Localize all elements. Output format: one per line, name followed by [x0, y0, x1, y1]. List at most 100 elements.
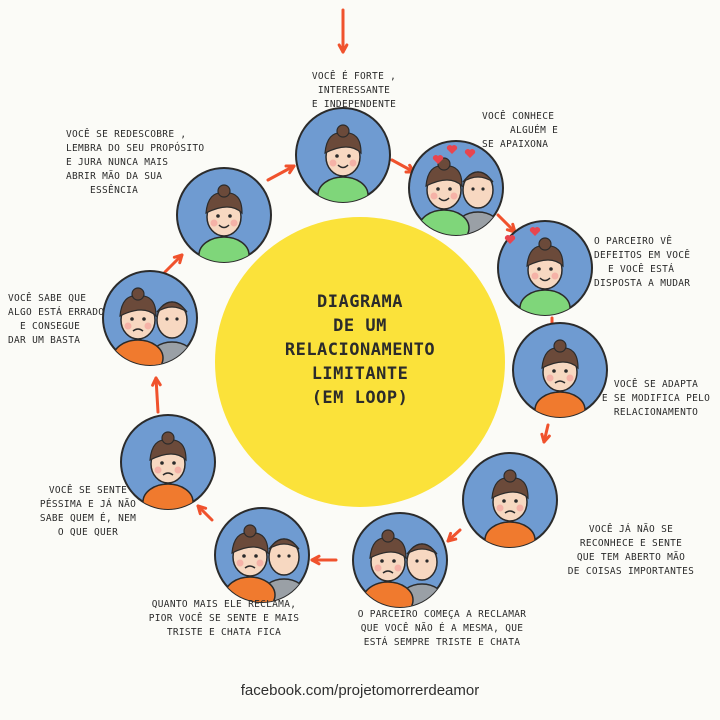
caption-step-10: VOCÊ SE REDESCOBRE , LEMBRA DO SEU PROPÓ… — [66, 128, 226, 198]
figure-body — [198, 236, 250, 262]
figure-cheek — [566, 374, 574, 382]
caption-line: DISPOSTA A MUDAR — [594, 278, 691, 289]
figure-mouth — [218, 224, 230, 229]
caption-step-5: VOCÊ JÁ NÃO SE RECONHECE E SENTE QUE TEM… — [548, 523, 714, 579]
figure-hair — [205, 192, 243, 215]
figure-eye — [514, 499, 518, 503]
figure-body — [519, 289, 571, 315]
scene-bubble-9 — [102, 270, 198, 366]
figure-cheek — [516, 504, 524, 512]
hair-bun — [336, 124, 350, 138]
arrow — [390, 158, 416, 174]
figure-cheek — [546, 374, 554, 382]
caption-step-7: QUANTO MAIS ELE RECLAMA, PIOR VOCÊ SE SE… — [114, 598, 334, 640]
caption-step-3: O PARCEIRO VÊ DEFEITOS EM VOCÊ E VOCÊ ES… — [594, 235, 716, 291]
heart-icon — [432, 155, 444, 164]
hair-bun — [553, 339, 567, 353]
arrow — [540, 423, 551, 444]
figure-hair — [369, 537, 407, 560]
figure-cheek — [124, 322, 132, 330]
figure-eye — [347, 154, 351, 158]
heart-icon — [529, 227, 541, 236]
figure-mouth — [244, 565, 256, 569]
title-line: RELACIONAMENTO — [284, 340, 436, 360]
scene-bubble-8 — [120, 414, 216, 510]
figure-body — [484, 521, 536, 547]
caption-line: E VOCÊ ESTÁ — [608, 264, 675, 275]
scene-bubble-5 — [462, 452, 558, 548]
caption-line: VOCÊ É FORTE , — [311, 71, 397, 82]
caption-step-4: VOCÊ SE ADAPTA E SE MODIFICA PELO RELACI… — [596, 378, 716, 420]
caption-line: VOCÊ SE ADAPTA — [613, 379, 699, 390]
arrow — [496, 213, 517, 234]
caption-line: SE APAIXONA — [482, 139, 549, 150]
partner-eye — [415, 559, 419, 563]
caption-step-6: O PARCEIRO COMEÇA A RECLAMAR QUE VOCÊ NÃ… — [322, 608, 562, 650]
figure-hair — [541, 347, 579, 370]
caption-line: O PARCEIRO COMEÇA A RECLAMAR — [357, 609, 527, 620]
scene-bubble-6 — [352, 512, 448, 608]
figure-cheek — [230, 219, 238, 227]
figure-cheek — [531, 272, 539, 280]
arrow — [337, 8, 349, 54]
partner-eye — [175, 317, 179, 321]
figure-cheek — [174, 466, 182, 474]
caption-line: QUE VOCÊ NÃO É A MESMA, QUE — [360, 623, 524, 634]
caption-line: O QUE QUER — [57, 527, 119, 538]
partner-eye — [425, 559, 429, 563]
figure-eye — [564, 369, 568, 373]
figure-eye — [142, 317, 146, 321]
arrow — [163, 253, 184, 274]
figure-mouth — [554, 380, 566, 384]
caption-line: VOCÊ SE SENTE — [48, 485, 128, 496]
figure-cheek — [496, 504, 504, 512]
figure-eye — [552, 369, 556, 373]
title-line: DIAGRAMA — [317, 292, 403, 312]
figure-eye — [172, 461, 176, 465]
figure-eye — [254, 554, 258, 558]
figure-cheek — [374, 564, 382, 572]
partner-eye — [287, 554, 291, 558]
scene-bubble-2 — [408, 140, 504, 236]
caption-step-1: VOCÊ É FORTE , INTERESSANTE E INDEPENDEN… — [284, 70, 424, 112]
arrow — [266, 164, 296, 182]
figure-eye — [392, 559, 396, 563]
arrow — [196, 504, 214, 522]
title-line: (EM LOOP) — [311, 388, 409, 408]
figure-hair — [149, 439, 187, 462]
caption-line: E CONSEGUE — [20, 321, 81, 332]
caption-line: DEFEITOS EM VOCÊ — [594, 250, 691, 261]
figure-cheek — [210, 219, 218, 227]
caption-line: PIOR VOCÊ SE SENTE E MAIS — [148, 613, 300, 624]
figure-hair — [119, 295, 157, 318]
figure-mouth — [162, 472, 174, 476]
partner-hair — [462, 171, 494, 183]
scene-bubble-3 — [497, 220, 593, 316]
figure-mouth — [438, 197, 450, 202]
scene-bubble-4 — [512, 322, 608, 418]
figure-eye — [502, 499, 506, 503]
partner-eye — [277, 554, 281, 558]
figure-eye — [130, 317, 134, 321]
figure-cheek — [394, 564, 402, 572]
figure-cheek — [430, 192, 438, 200]
caption-line: RECONHECE E SENTE — [579, 538, 683, 549]
caption-line: VOCÊ JÁ NÃO SE — [588, 524, 674, 535]
figure-eye — [537, 267, 541, 271]
figure-eye — [242, 554, 246, 558]
scene-bubble-7 — [214, 507, 310, 603]
heart-icon — [504, 235, 516, 244]
figure-hair — [324, 132, 362, 155]
diagram-title: DIAGRAMA DE UM RELACIONAMENTO LIMITANTE … — [230, 290, 490, 410]
figure-mouth — [539, 277, 551, 282]
caption-line: QUE TEM ABERTO MÃO — [576, 552, 686, 563]
caption-line: E JURA NUNCA MAIS — [66, 157, 169, 168]
footer-link[interactable]: facebook.com/projetomorrerdeamor — [240, 682, 480, 699]
partner-hair — [156, 301, 188, 313]
bubbles-layer — [102, 107, 608, 608]
figure-body — [534, 391, 586, 417]
partner-eye — [481, 187, 485, 191]
partner-eye — [471, 187, 475, 191]
caption-line: O PARCEIRO VÊ — [594, 236, 673, 247]
